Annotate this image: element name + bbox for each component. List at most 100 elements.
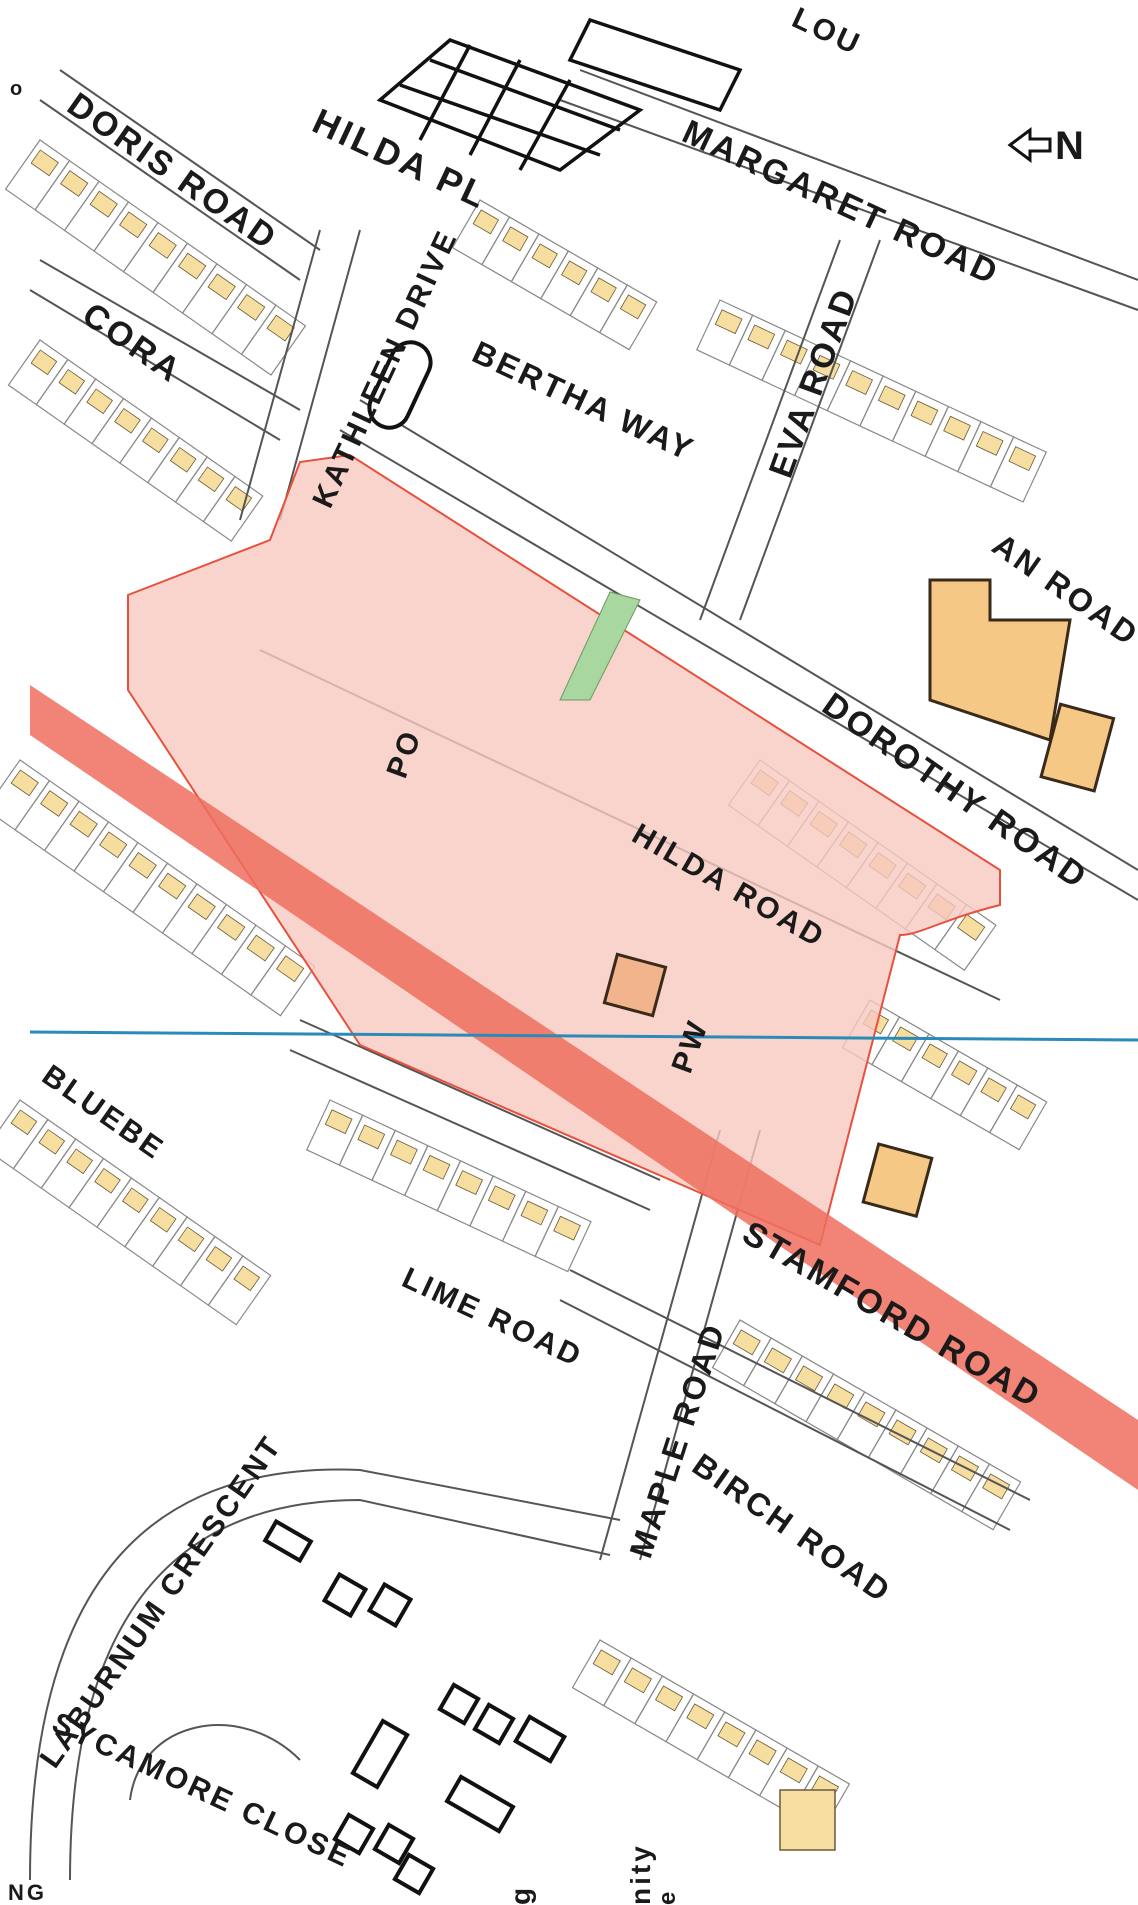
plot-row bbox=[571, 1639, 851, 1833]
green-strip bbox=[559, 591, 641, 701]
house bbox=[950, 1060, 978, 1086]
road-edges bbox=[29, 69, 1138, 1881]
plot bbox=[988, 1084, 1048, 1151]
house bbox=[30, 349, 58, 376]
label-g: g bbox=[505, 1885, 536, 1905]
house bbox=[980, 1077, 1007, 1103]
plot bbox=[961, 1463, 1022, 1531]
house bbox=[845, 370, 874, 395]
large-buildings bbox=[602, 578, 1116, 1851]
house bbox=[795, 1365, 824, 1392]
house bbox=[553, 1215, 581, 1241]
house bbox=[921, 1043, 948, 1069]
house bbox=[149, 1206, 177, 1233]
stamford-road-band[interactable] bbox=[30, 685, 1138, 1490]
house bbox=[121, 1187, 149, 1214]
house bbox=[237, 293, 266, 321]
house bbox=[217, 913, 246, 941]
house bbox=[957, 913, 986, 941]
house bbox=[455, 1170, 484, 1195]
house bbox=[158, 872, 187, 900]
house bbox=[857, 1401, 886, 1428]
house bbox=[69, 810, 98, 838]
plot-row bbox=[7, 339, 264, 542]
house bbox=[30, 149, 59, 177]
plot bbox=[534, 1205, 592, 1273]
house bbox=[357, 1124, 386, 1150]
house bbox=[246, 934, 275, 962]
house bbox=[99, 831, 128, 859]
house bbox=[114, 407, 141, 434]
house bbox=[324, 1109, 353, 1135]
house bbox=[619, 294, 647, 320]
house bbox=[86, 388, 113, 415]
house bbox=[590, 277, 617, 303]
house bbox=[58, 368, 86, 395]
plot bbox=[240, 304, 307, 376]
plot-row bbox=[305, 1099, 592, 1273]
label-nity: nity bbox=[625, 1843, 656, 1905]
house bbox=[779, 1757, 808, 1784]
blue-boundary-line bbox=[29, 1030, 1138, 1042]
margin-text-fragment: o bbox=[10, 78, 23, 100]
hilda-pl-block bbox=[376, 17, 743, 172]
house bbox=[233, 1265, 261, 1292]
label-ng: NG bbox=[8, 1880, 47, 1905]
house bbox=[141, 427, 169, 454]
house bbox=[812, 354, 841, 380]
plot-row bbox=[0, 1099, 272, 1326]
house bbox=[531, 243, 558, 269]
house bbox=[520, 1200, 549, 1226]
house bbox=[686, 1703, 715, 1730]
house bbox=[205, 1245, 233, 1272]
highlighted-zone[interactable] bbox=[127, 453, 1001, 1247]
house bbox=[623, 1667, 652, 1694]
outlined-blocks bbox=[262, 1518, 568, 1896]
house bbox=[592, 1649, 621, 1676]
house bbox=[60, 170, 89, 197]
house bbox=[275, 955, 305, 983]
house bbox=[187, 893, 216, 921]
house bbox=[943, 415, 971, 441]
house bbox=[877, 385, 906, 411]
house bbox=[10, 1109, 38, 1136]
house bbox=[747, 324, 776, 350]
house bbox=[177, 1226, 205, 1253]
plot-row bbox=[695, 299, 1048, 503]
house bbox=[748, 1739, 777, 1766]
house bbox=[148, 232, 177, 259]
house bbox=[38, 1128, 66, 1155]
house bbox=[94, 1167, 121, 1194]
house bbox=[119, 211, 148, 239]
house bbox=[169, 446, 197, 473]
house bbox=[717, 1721, 746, 1748]
house bbox=[390, 1139, 418, 1165]
plot bbox=[250, 945, 316, 1017]
house bbox=[780, 339, 808, 365]
house bbox=[10, 769, 39, 797]
plot bbox=[989, 436, 1048, 503]
plot-row bbox=[0, 759, 316, 1017]
plot-row bbox=[451, 199, 658, 351]
house bbox=[40, 790, 69, 817]
house bbox=[1009, 1094, 1037, 1120]
house bbox=[178, 252, 207, 280]
kathleen-roundabout bbox=[367, 340, 433, 430]
house bbox=[89, 190, 118, 218]
house bbox=[266, 314, 295, 342]
house bbox=[1008, 446, 1037, 472]
label-e: e bbox=[654, 1889, 681, 1905]
house bbox=[732, 1329, 761, 1356]
north-arrow-label: N bbox=[1055, 124, 1087, 168]
house bbox=[472, 209, 500, 235]
house bbox=[66, 1148, 93, 1175]
house bbox=[422, 1154, 451, 1180]
house bbox=[655, 1685, 684, 1712]
house bbox=[502, 226, 529, 252]
house bbox=[714, 309, 743, 335]
plot bbox=[598, 284, 658, 351]
house bbox=[560, 260, 588, 286]
plot bbox=[207, 1255, 272, 1326]
